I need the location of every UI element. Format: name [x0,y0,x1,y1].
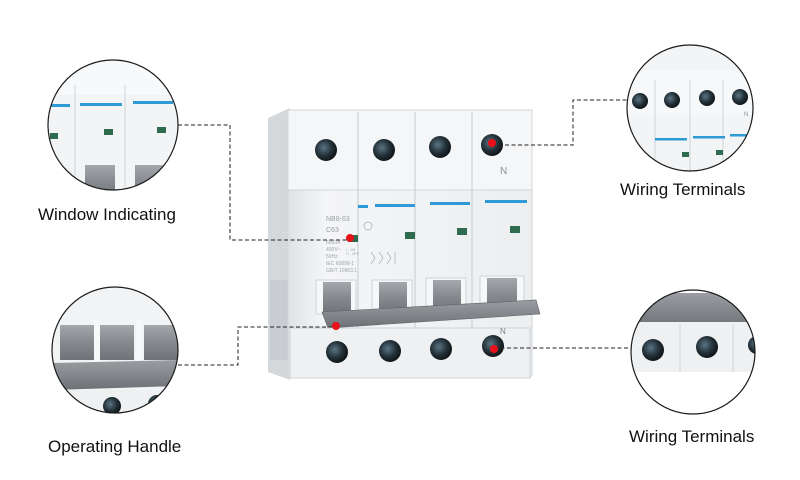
marker-dot-handle [332,322,340,330]
handle-lever [323,282,351,314]
zoom-circle-border [51,286,179,414]
spec-line: IEC 60898-1 [326,261,354,267]
handle-tie-bar [321,299,541,329]
accent-stripe [485,200,527,203]
svg-text:N: N [744,112,748,118]
zoom-circle-window-indicating [47,59,179,191]
spec-line: 50Hz [326,254,338,260]
indicator-window [510,226,520,233]
top-terminal-screw [429,136,451,158]
circuit-breaker: N NB8-63 C63 6000A 400V~ 50Hz IEC 60898-… [268,108,541,380]
label-window-indicating: Window Indicating [38,205,176,224]
model-label: NB8-63 [326,216,350,223]
marker-dot-window [346,234,354,242]
zoom-circle-wiring-terminals-bottom [630,289,756,415]
bottom-terminal-screw [379,340,401,362]
cert-mark-icon [363,221,373,231]
label-wiring-terminals-top: Wiring Terminals [620,180,746,199]
indicator-window [457,228,467,235]
zoom-circle-border [626,44,754,172]
leader-line-wiring-terminals-top [492,99,627,146]
indicator-window [405,232,415,239]
leader-line-window-indicating [178,124,350,241]
accent-stripe [358,205,368,208]
top-terminal-screw [315,139,337,161]
marker-dot-terminal-bottom [490,345,498,353]
neutral-mark-bottom: N [500,327,506,336]
label-wiring-terminals-bottom: Wiring Terminals [629,427,755,446]
bottom-terminal-screw [326,341,348,363]
switch-legend: O - OFF [346,252,359,256]
bottom-terminal-screw [430,338,452,360]
spec-line: GB/T 10963.1 [326,268,357,274]
switch-legend: I - ON [346,248,356,252]
label-operating-handle: Operating Handle [48,437,182,456]
neutral-mark-top: N [500,166,507,177]
zoom-circle-wiring-terminals-top: N [626,44,754,172]
wiring-schematic-icon [370,251,396,265]
zoom-circle-operating-handle [51,286,179,414]
rating-label: C63 [326,227,339,234]
spec-line: 6000A [326,240,341,246]
spec-line: 400V~ [326,247,341,253]
breaker-din-clip [270,280,288,360]
accent-stripe [375,204,415,207]
zoom-circle-border [630,289,756,415]
leader-line-operating-handle [178,326,336,366]
operating-handles [315,275,541,329]
marker-dot-terminal-top [488,139,496,147]
accent-stripe [430,202,470,205]
top-terminal-screw [373,139,395,161]
